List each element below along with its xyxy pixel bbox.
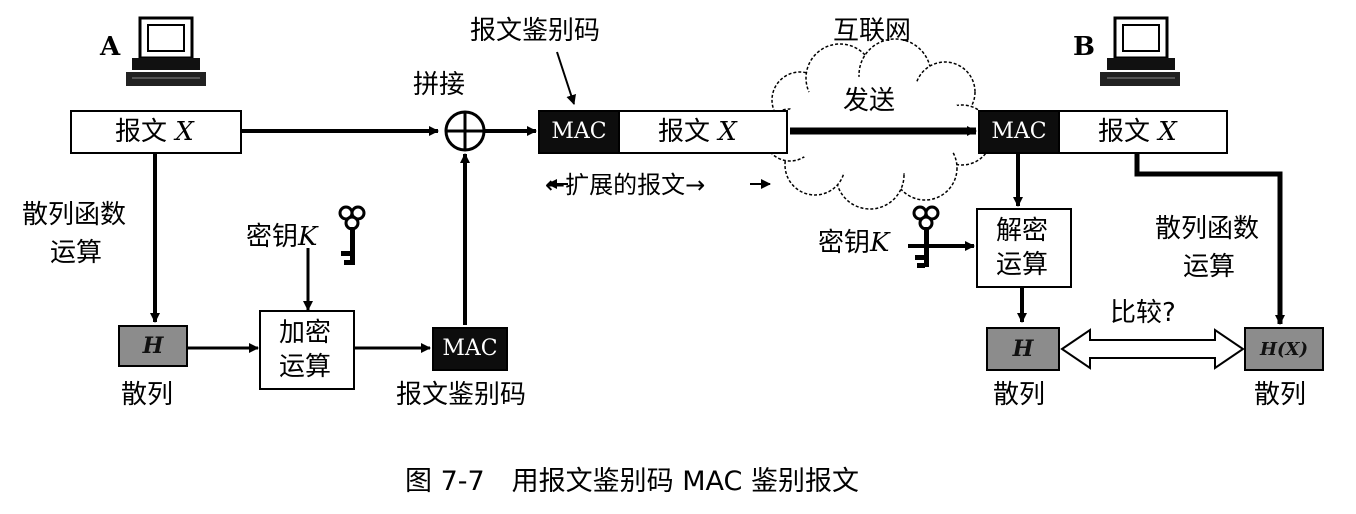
decrypt-box <box>976 208 1072 288</box>
encrypt-line1: 加密 <box>279 318 332 348</box>
receiver-hash-cell-right: H(X) <box>1244 327 1324 371</box>
extended-message-text: 报文 X <box>658 117 737 147</box>
sender-hash-op-line2: 运算 <box>50 238 103 268</box>
encrypt-line2: 运算 <box>279 352 332 382</box>
mac-top-label: 报文鉴别码 <box>470 16 601 46</box>
receiver-hash-label-right: 散列 <box>1254 380 1307 410</box>
sender-message-text: 报文 X <box>115 117 194 147</box>
key-var: K <box>298 222 318 252</box>
receiver-message-box <box>1058 110 1228 154</box>
figure-caption: 图 7-7 用报文鉴别码 MAC 鉴别报文 <box>405 466 859 497</box>
message-prefix: 报文 <box>658 117 711 147</box>
message-var: X <box>718 117 737 147</box>
receiver-key-label: 密钥K <box>818 228 889 258</box>
receiver-hash-op-line1: 散列函数 <box>1155 214 1260 244</box>
extended-message-box <box>618 110 788 154</box>
decrypt-line1: 解密 <box>996 216 1049 246</box>
computer-icon <box>1100 16 1180 86</box>
extended-mac-cell: MAC <box>538 110 620 154</box>
key-icon <box>338 205 366 265</box>
message-var: X <box>1158 117 1177 147</box>
sender-label: A <box>100 32 121 62</box>
sender-key-label: 密钥K <box>246 222 317 252</box>
receiver-mac-cell: MAC <box>978 110 1060 154</box>
internet-label: 互联网 <box>833 16 912 46</box>
receiver-label: B <box>1073 32 1095 62</box>
sender-hash-cell: H <box>118 325 188 367</box>
sender-mac-label: 报文鉴别码 <box>396 380 527 410</box>
cloud-icon <box>763 38 993 210</box>
key-prefix: 密钥 <box>818 228 871 258</box>
receiver-hash-op-line2: 运算 <box>1183 252 1236 282</box>
key-var: K <box>870 228 890 258</box>
encrypt-box <box>259 310 355 390</box>
sender-mac-cell: MAC <box>432 327 508 371</box>
key-prefix: 密钥 <box>246 222 299 252</box>
compare-label: 比较? <box>1110 298 1176 328</box>
send-label: 发送 <box>843 86 896 116</box>
sender-hash-op-line1: 散列函数 <box>22 200 127 230</box>
receiver-hash-cell-left: H <box>986 327 1060 371</box>
decrypt-line2: 运算 <box>996 250 1049 280</box>
plus-circle-icon <box>444 110 486 152</box>
computer-icon <box>126 16 206 86</box>
key-icon <box>912 205 940 268</box>
message-prefix: 报文 <box>115 117 168 147</box>
receiver-hash-label-left: 散列 <box>993 380 1046 410</box>
extended-span-label: ←扩展的报文→ <box>545 171 706 199</box>
message-prefix: 报文 <box>1098 117 1151 147</box>
receiver-message-text: 报文 X <box>1098 117 1177 147</box>
sender-message-box <box>70 110 242 154</box>
sender-hash-label: 散列 <box>121 380 174 410</box>
message-var: X <box>175 117 194 147</box>
compare-arrow <box>1060 328 1245 370</box>
concat-label: 拼接 <box>413 70 466 100</box>
